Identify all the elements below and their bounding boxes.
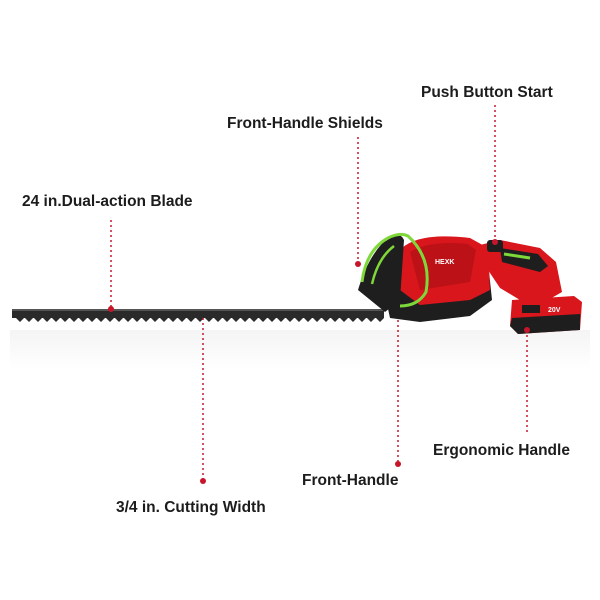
blade-tooth	[313, 318, 321, 322]
blade-tooth	[376, 318, 384, 322]
guides	[108, 105, 530, 484]
blade-tooth	[349, 318, 357, 322]
trigger-accent	[503, 252, 531, 260]
callout-front-handle-shields: Front-Handle Shields	[227, 115, 383, 132]
blade	[12, 309, 384, 322]
front-handle-grip-inner	[370, 245, 395, 285]
blade-tooth	[259, 318, 267, 322]
blade-tooth	[52, 318, 60, 322]
blade-tooth	[178, 318, 186, 322]
blade-tooth	[151, 318, 159, 322]
blade-tooth	[232, 318, 240, 322]
blade-edge-top	[12, 309, 384, 311]
blade-tooth	[187, 318, 195, 322]
guide-dot-blade	[108, 306, 114, 312]
guide-dot-front-handle	[395, 461, 401, 467]
blade-tooth	[142, 318, 150, 322]
blade-tooth	[115, 318, 123, 322]
guide-dot-push-button	[492, 239, 498, 245]
blade-tooth	[61, 318, 69, 322]
logo-text: HEXK	[435, 259, 454, 266]
blade-tooth	[214, 318, 222, 322]
blade-tooth	[34, 318, 42, 322]
guide-dot-ergonomic-handle	[524, 327, 530, 333]
blade-tooth	[124, 318, 132, 322]
blade-tooth	[358, 318, 366, 322]
blade-tooth	[322, 318, 330, 322]
blade-tooth	[133, 318, 141, 322]
blade-teeth	[16, 318, 384, 322]
callout-front-handle: Front-Handle	[302, 472, 399, 489]
front-handle-grip	[360, 232, 429, 308]
blade-tooth	[16, 318, 24, 322]
front-handle-shield	[358, 234, 404, 312]
blade-tooth	[295, 318, 303, 322]
blade-tooth	[70, 318, 78, 322]
blade-tooth	[223, 318, 231, 322]
trimmer-body: HEXK 20V	[358, 232, 582, 334]
blade-tooth	[79, 318, 87, 322]
rear-handle	[480, 240, 562, 300]
guide-dot-cutting-width	[200, 478, 206, 484]
blade-tooth	[286, 318, 294, 322]
blade-tooth	[97, 318, 105, 322]
blade-tooth	[367, 318, 375, 322]
callout-ergonomic-handle: Ergonomic Handle	[433, 442, 570, 459]
floor-reflection	[10, 330, 590, 370]
blade-tooth	[160, 318, 168, 322]
blade-bar	[12, 309, 384, 318]
guide-dot-front-handle-shields	[355, 261, 361, 267]
blade-tooth	[241, 318, 249, 322]
blade-tooth	[169, 318, 177, 322]
battery-text: 20V	[548, 307, 561, 314]
blade-tooth	[196, 318, 204, 322]
blade-tooth	[106, 318, 114, 322]
blade-tooth	[88, 318, 96, 322]
blade-tooth	[25, 318, 33, 322]
push-button	[487, 240, 503, 252]
blade-tooth	[43, 318, 51, 322]
callout-cutting-width: 3/4 in. Cutting Width	[116, 499, 266, 516]
blade-tooth	[304, 318, 312, 322]
callout-dual-action-blade: 24 in.Dual-action Blade	[22, 193, 193, 210]
blade-tooth	[250, 318, 258, 322]
blade-tooth	[331, 318, 339, 322]
blade-tooth	[268, 318, 276, 322]
blade-tooth	[205, 318, 213, 322]
blade-tooth	[340, 318, 348, 322]
blade-tooth	[277, 318, 285, 322]
callout-push-button-start: Push Button Start	[421, 84, 553, 101]
battery-label-area	[522, 305, 540, 313]
